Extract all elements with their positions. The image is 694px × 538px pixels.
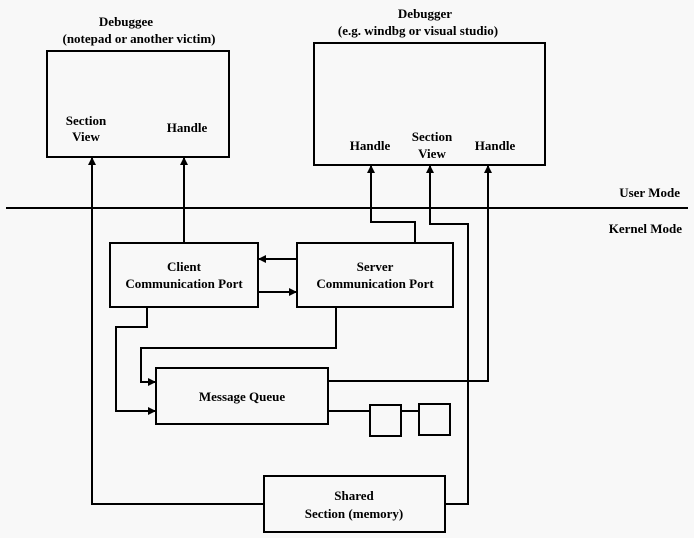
user-mode-label: User Mode <box>619 185 680 200</box>
debugger-section-view-line2: View <box>418 146 446 161</box>
shared-section-box <box>263 475 446 533</box>
client-port-line2: Communication Port <box>125 276 243 291</box>
server-port-line2: Communication Port <box>316 276 434 291</box>
debugger-title: Debugger <box>398 6 452 21</box>
queued-message-1 <box>369 404 402 437</box>
debuggee-section-view-line2: View <box>72 129 100 144</box>
debugger-handle-left: Handle <box>350 138 391 153</box>
debuggee-handle: Handle <box>167 120 208 135</box>
queue-to-debugger-handle-arrow <box>328 165 492 382</box>
server-port-line1: Server <box>357 259 394 274</box>
shared-to-debuggee-view-arrow <box>88 157 264 505</box>
debugger-section-view-line1: Section <box>412 129 453 144</box>
shared-section-line2: Section (memory) <box>305 506 404 521</box>
debugger-handle-right: Handle <box>475 138 516 153</box>
client-to-queue-arrow <box>115 307 156 415</box>
server-to-queue-arrow <box>140 307 337 386</box>
server-to-debugger-handle-arrow <box>367 165 416 243</box>
server-port-box <box>296 242 454 308</box>
client-port-line1: Client <box>167 259 202 274</box>
message-queue-box <box>155 367 329 425</box>
queued-message-2 <box>418 403 451 436</box>
debugger-subtitle: (e.g. windbg or visual studio) <box>338 23 498 38</box>
debuggee-section-view-line1: Section <box>66 113 107 128</box>
client-port-box <box>109 242 259 308</box>
shared-to-debugger-view-arrow <box>426 165 469 505</box>
debuggee-subtitle: (notepad or another victim) <box>63 31 216 46</box>
kernel-mode-label: Kernel Mode <box>609 221 683 236</box>
message-queue-label: Message Queue <box>199 389 286 404</box>
debuggee-title: Debuggee <box>99 14 153 29</box>
shared-section-line1: Shared <box>334 488 374 503</box>
debuggee-box <box>46 50 230 158</box>
